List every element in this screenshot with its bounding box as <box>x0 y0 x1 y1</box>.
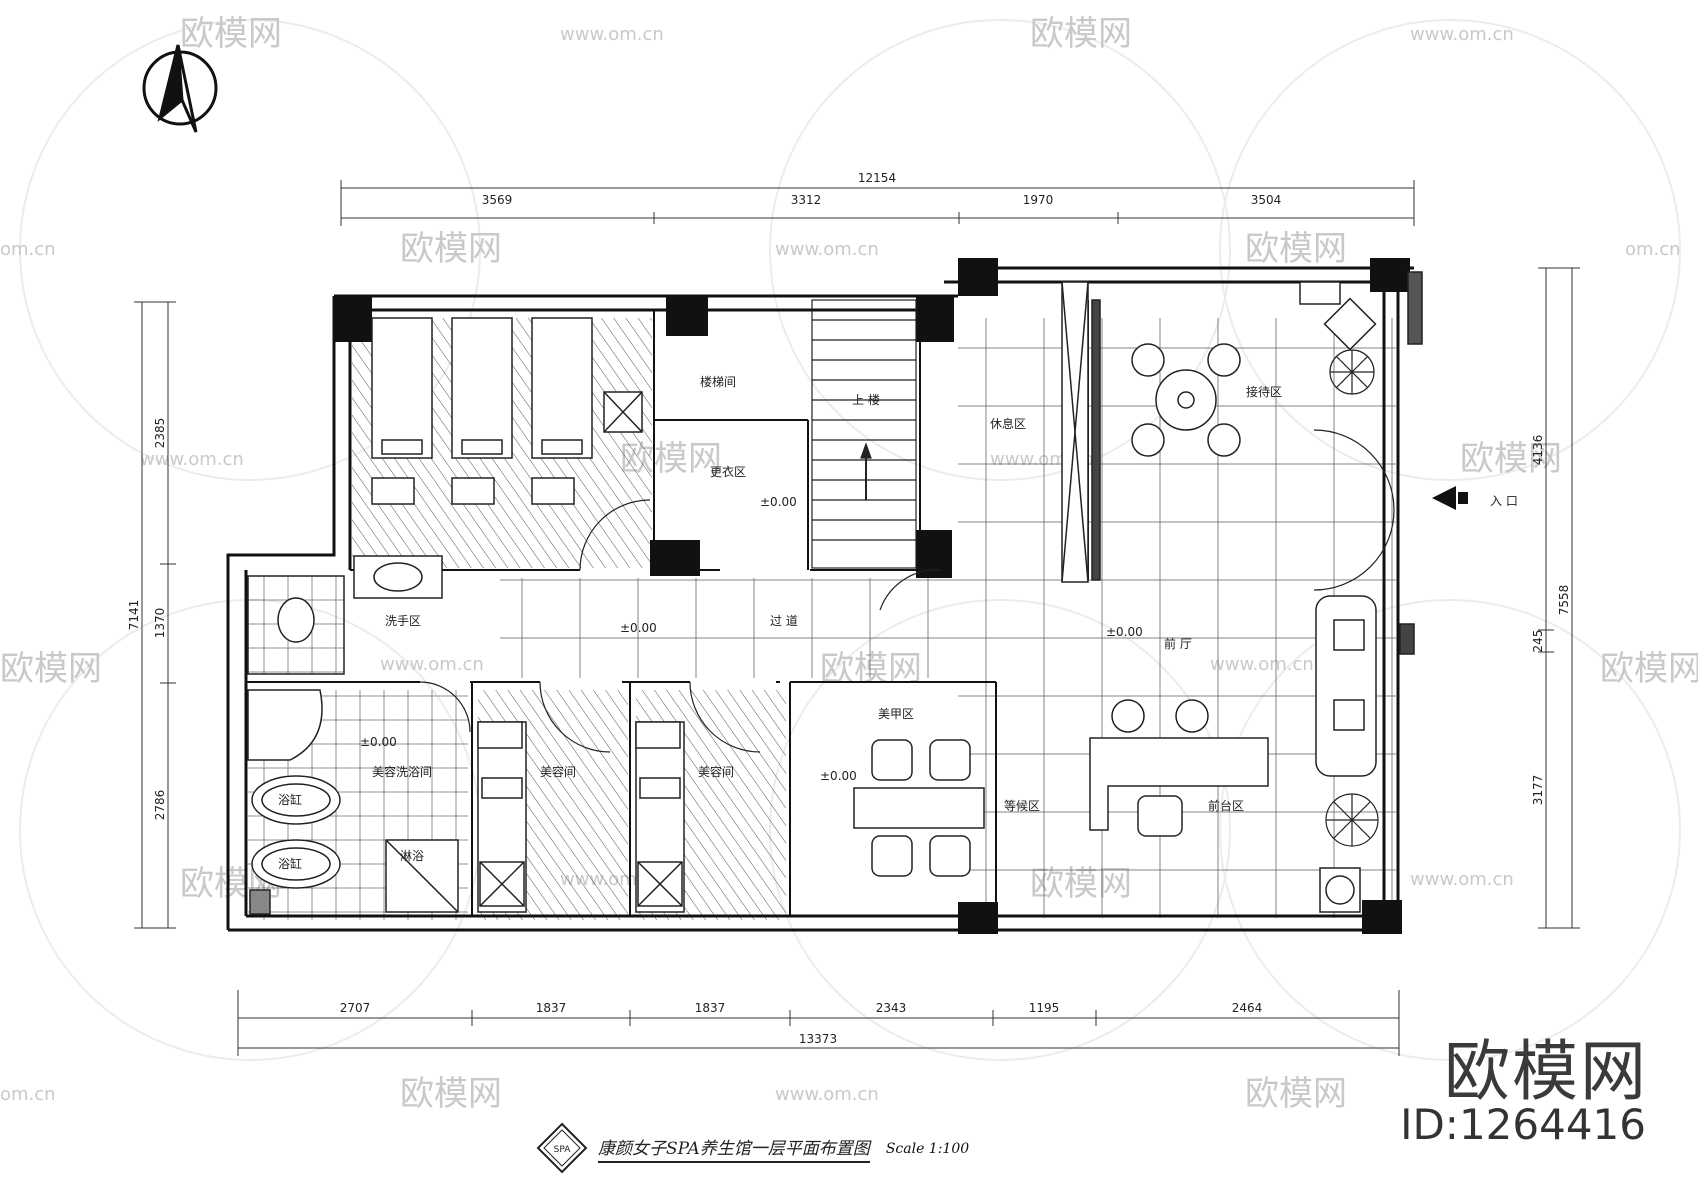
drawing-title-text: 康颜女子SPA养生馆一层平面布置图 <box>598 1134 870 1163</box>
brand-name: 欧模网 <box>1444 1033 1648 1110</box>
room-label-waiting: 等候区 <box>1004 799 1040 813</box>
lobby-sofa <box>1111 595 1377 777</box>
watermark-brand: 欧模网 <box>1245 1074 1347 1114</box>
watermark-url: om.cn <box>1625 239 1681 260</box>
basin-area <box>247 555 443 675</box>
plant-icon <box>1325 349 1379 847</box>
north-arrow-icon <box>142 44 218 133</box>
partition-screens <box>1061 271 1423 655</box>
drawing-title: 康颜女子SPA养生馆一层平面布置图 Scale 1:100 <box>598 1134 969 1163</box>
staircase <box>811 299 917 569</box>
watermark-brand: 欧模网 <box>1245 229 1347 269</box>
room-label-nail: 美甲区 <box>878 707 914 721</box>
watermark-url: om.cn <box>0 239 56 260</box>
left-dim-2: 1370 <box>153 608 167 639</box>
watermark-brand: 欧模网 <box>400 229 502 269</box>
structural-columns <box>334 258 1410 934</box>
watermark-layer: 欧模网 www.om.cn 欧模网 www.om.cn om.cn 欧模网 ww… <box>0 14 1698 1114</box>
top-total-dim: 12154 <box>858 171 896 185</box>
bottom-dim-4: 2343 <box>876 1001 907 1015</box>
fixture-label-shower: 淋浴 <box>400 849 424 863</box>
right-dim-3: 3177 <box>1531 775 1545 806</box>
top-dim-4: 3504 <box>1251 193 1282 207</box>
fixture-label-bath-1: 浴缸 <box>278 792 302 807</box>
entrance-label: 入 口 <box>1490 494 1518 508</box>
washroom-fixtures <box>247 689 459 915</box>
room-label-reception: 接待区 <box>1246 384 1282 399</box>
stair-up-label: 上 楼 <box>852 392 880 407</box>
watermark-url: www.om.cn <box>560 24 664 45</box>
changing-room-furniture <box>371 317 643 505</box>
room-label-stairs: 楼梯间 <box>700 374 736 389</box>
watermark-url: www.om.cn <box>775 239 879 260</box>
left-dimension <box>134 301 176 929</box>
entrance-arrow-icon <box>1432 486 1468 510</box>
room-label-basin: 洗手区 <box>385 614 421 628</box>
watermark-url: www.om.cn <box>380 654 484 675</box>
level-marker: ±0.00 <box>760 495 797 509</box>
watermark-brand: 欧模网 <box>1460 439 1562 479</box>
bottom-dim-2: 1837 <box>536 1001 567 1015</box>
treatment-room-fixtures <box>477 721 685 913</box>
watermark-brand: 欧模网 <box>1030 14 1132 54</box>
watermark-brand: 欧模网 <box>400 1074 502 1114</box>
right-dim-2: 245 <box>1531 630 1545 653</box>
room-label-cashier: 前台区 <box>1208 798 1244 813</box>
watermark-url: www.om.cn <box>775 1084 879 1105</box>
title-logo-letters: SPA <box>554 1145 572 1155</box>
top-dim-1: 3569 <box>482 193 513 207</box>
walls <box>226 266 1414 932</box>
room-label-changing: 更衣区 <box>710 464 746 479</box>
right-dim-1: 4136 <box>1531 435 1545 466</box>
nail-area-furniture <box>853 739 985 877</box>
bottom-dim-5: 1195 <box>1029 1001 1060 1015</box>
brand-id: ID:1264416 <box>1400 1100 1646 1149</box>
corridor-floor <box>500 578 958 678</box>
left-total-dim: 7141 <box>127 600 141 631</box>
room-label-treatment-2: 美容间 <box>698 764 734 779</box>
right-dimension <box>1538 267 1580 929</box>
left-dim-1: 2385 <box>153 418 167 449</box>
fixture-label-bath-2: 浴缸 <box>278 856 302 871</box>
interior-walls <box>246 300 1089 916</box>
cashier-counter <box>1089 737 1361 913</box>
door-swings <box>419 429 1395 753</box>
watermark-brand: 欧模网 <box>180 14 282 54</box>
level-marker: ±0.00 <box>360 735 397 749</box>
watermark-brand: 欧模网 <box>1600 649 1698 689</box>
bottom-dim-3: 1837 <box>695 1001 726 1015</box>
room-label-rest: 休息区 <box>990 416 1026 431</box>
top-dim-2: 3312 <box>791 193 822 207</box>
top-dimension <box>340 180 1415 226</box>
bottom-dim-6: 2464 <box>1232 1001 1263 1015</box>
title-logo: SPA <box>536 1122 588 1174</box>
left-dim-3: 2786 <box>153 790 167 821</box>
watermark-brand: 欧模网 <box>0 649 102 689</box>
reception-furniture <box>1131 281 1377 457</box>
drawing-scale: Scale 1:100 <box>885 1140 970 1157</box>
bottom-total-dim: 13373 <box>799 1032 837 1046</box>
watermark-url: om.cn <box>0 1084 56 1105</box>
bottom-dimension <box>237 990 1400 1056</box>
watermark-url: www.om.cn <box>1410 869 1514 890</box>
room-label-lobby: 前 厅 <box>1164 636 1192 651</box>
room-label-corridor: 过 道 <box>770 614 798 628</box>
level-marker: ±0.00 <box>620 621 657 635</box>
watermark-url: www.om.cn <box>1410 24 1514 45</box>
room-label-washroom: 美容洗浴间 <box>372 764 432 779</box>
room-label-treatment-1: 美容间 <box>540 764 576 779</box>
level-marker: ±0.00 <box>1106 625 1143 639</box>
right-total-dim: 7558 <box>1557 585 1571 616</box>
watermark-url: www.om.cn <box>140 449 244 470</box>
bottom-dim-1: 2707 <box>340 1001 371 1015</box>
top-dim-3: 1970 <box>1023 193 1054 207</box>
level-marker: ±0.00 <box>820 769 857 783</box>
